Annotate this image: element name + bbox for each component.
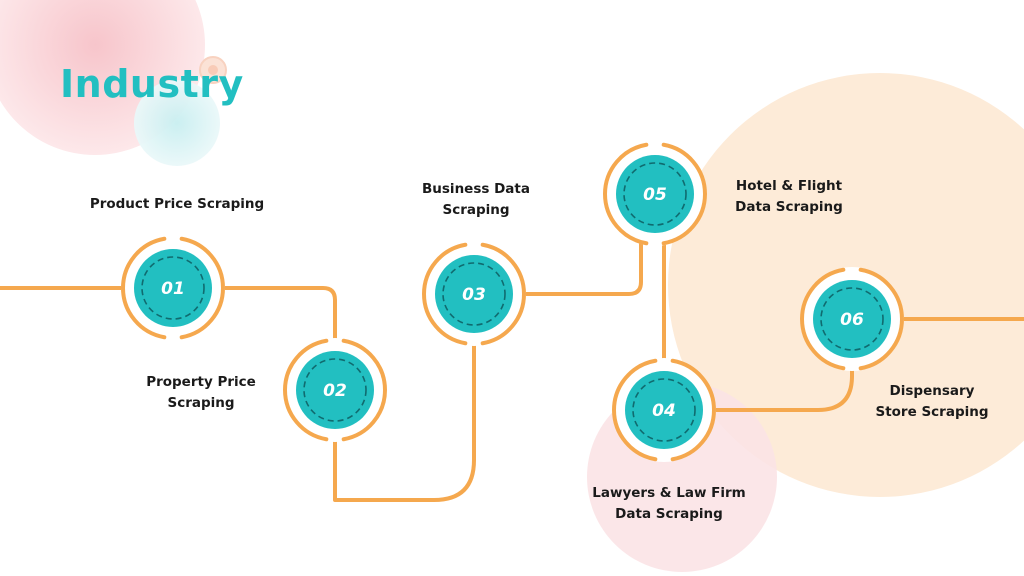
step-06-label: Dispensary Store Scraping (857, 381, 1007, 423)
node-outer-arc (670, 358, 716, 462)
node-outer-arc (179, 236, 225, 340)
step-01-label: Product Price Scraping (78, 194, 276, 215)
node-outer-arc (422, 242, 468, 346)
step-05-label-line-2: Data Scraping (735, 199, 843, 215)
decor-teal-circle (134, 80, 220, 166)
connector-path (0, 242, 1024, 502)
step-01-node: 01 (121, 236, 225, 340)
node-teal-disc (134, 249, 212, 327)
step-04-label: Lawyers & Law Firm Data Scraping (584, 483, 754, 525)
node-teal-disc (625, 371, 703, 449)
node-outer-arc (612, 358, 658, 462)
step-01-label-line: Product Price Scraping (89, 196, 265, 212)
node-outer-arc (480, 242, 526, 346)
step-03-label-line-2: Scraping (442, 202, 510, 218)
step-02-label-line-2: Scraping (167, 395, 235, 411)
step-04-number: 04 (652, 401, 676, 421)
node-outer-arc (283, 338, 329, 442)
node-outer-arc (121, 236, 167, 340)
step-03-label: Business Data Scraping (401, 179, 551, 221)
step-03-node: 03 (422, 242, 526, 346)
step-04-node: 04 (612, 358, 716, 462)
node-teal-disc (616, 155, 694, 233)
step-05-label: Hotel & Flight Data Scraping (714, 176, 864, 218)
step-03-number: 03 (462, 285, 486, 305)
node-outer-arc (858, 267, 904, 371)
page-title: Industry (60, 62, 244, 106)
decor-small-dot (208, 65, 218, 75)
step-02-label: Property Price Scraping (126, 372, 276, 414)
node-dashed-ring (303, 358, 367, 422)
step-04-label-line-1: Lawyers & Law Firm (592, 485, 746, 501)
step-06-node: 06 (800, 267, 904, 371)
step-06-label-line-2: Store Scraping (875, 404, 989, 420)
step-06-number: 06 (840, 310, 864, 330)
node-dashed-ring (820, 287, 884, 351)
node-teal-disc (435, 255, 513, 333)
step-04-label-line-2: Data Scraping (615, 506, 723, 522)
step-02-label-line-1: Property Price (146, 374, 256, 390)
step-01-number: 01 (161, 279, 185, 299)
node-outer-arc (341, 338, 387, 442)
step-03-label-line-1: Business Data (422, 181, 530, 197)
node-outer-arc (661, 142, 707, 246)
step-05-label-line-1: Hotel & Flight (735, 178, 843, 194)
node-dashed-ring (623, 162, 687, 226)
step-06-label-line-1: Dispensary (889, 383, 975, 399)
node-outer-arc (800, 267, 846, 371)
step-02-node: 02 (283, 338, 387, 442)
step-05-node: 05 (603, 142, 707, 246)
node-teal-disc (296, 351, 374, 429)
node-teal-disc (813, 280, 891, 358)
node-dashed-ring (442, 262, 506, 326)
step-05-number: 05 (643, 185, 667, 205)
node-dashed-ring (632, 378, 696, 442)
step-02-number: 02 (323, 381, 347, 401)
node-outer-arc (603, 142, 649, 246)
node-dashed-ring (141, 256, 205, 320)
